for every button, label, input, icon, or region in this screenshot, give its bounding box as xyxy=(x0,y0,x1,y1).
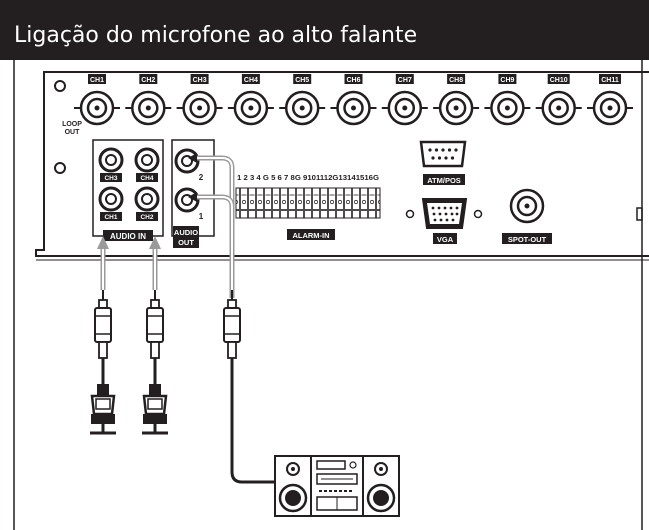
rca-plug-3 xyxy=(223,290,241,359)
alarm-label: ALARM-IN xyxy=(292,231,329,240)
jack-label-bg xyxy=(136,173,158,182)
audio-in-jack-label: CH3 xyxy=(104,175,117,182)
audio-out-jack-1-label: 1 xyxy=(199,212,204,221)
audio-out-block: 2 1 AUDIO OUT xyxy=(171,139,215,248)
audio-in-jack-label: CH4 xyxy=(140,175,153,182)
channel-label: CH5 xyxy=(295,77,309,84)
microphone-1 xyxy=(90,358,116,435)
atm-pos-label-bg xyxy=(423,174,465,185)
bnc-ch10: CH10 xyxy=(535,74,582,126)
spot-out-port: SPOT-OUT xyxy=(502,188,552,244)
atm-pos-connector xyxy=(419,140,467,168)
audio-in-jack-ch4: CH4 xyxy=(134,147,160,182)
alarm-label-bg xyxy=(287,229,335,240)
channel-label-bg xyxy=(139,74,158,84)
bnc-ch8: CH8 xyxy=(433,74,480,126)
channel-label-bg xyxy=(190,74,209,84)
speaker-wire xyxy=(230,358,275,484)
channel-label: CH4 xyxy=(244,77,258,84)
channel-label: CH6 xyxy=(346,77,360,84)
channel-label-bg xyxy=(599,74,621,84)
audio-in-jack-label: CH2 xyxy=(140,214,153,221)
audio-in-label-bg xyxy=(103,230,153,241)
bnc-ch4: CH4 xyxy=(227,74,274,126)
rca-plug-2 xyxy=(146,290,164,359)
jack-label-bg xyxy=(100,173,122,182)
bnc-ch7: CH7 xyxy=(381,74,428,126)
panel-outline xyxy=(35,71,649,257)
rca-plug-1 xyxy=(94,290,112,359)
atm-pos-label: ATM/POS xyxy=(427,176,461,185)
channel-label-bg xyxy=(547,74,570,84)
channel-label: CH3 xyxy=(193,77,207,84)
atm-pos-port: ATM/POS xyxy=(419,140,467,185)
jack-label-bg xyxy=(136,212,158,221)
bnc-ch9: CH9 xyxy=(484,74,531,126)
microphones xyxy=(90,358,168,435)
stereo-display xyxy=(316,460,346,470)
loop-out-label-1: LOOP xyxy=(62,121,82,128)
channel-label: CH1 xyxy=(90,77,104,84)
loop-out: LOOP OUT xyxy=(54,80,82,174)
channel-connectors: CH1 CH2 CH3 CH4 CH5 CH6 CH7 CH8 CH9 CH10 CH11 xyxy=(74,74,633,126)
page-title: Ligação do microfone ao alto falante xyxy=(14,23,418,48)
bnc-ch2: CH2 xyxy=(125,74,172,126)
channel-label: CH2 xyxy=(141,77,155,84)
speaker-cable xyxy=(188,153,235,298)
vga-screw-left xyxy=(405,209,415,219)
channel-label: CH8 xyxy=(449,77,463,84)
channel-label-bg xyxy=(293,74,312,84)
vga-label: VGA xyxy=(437,235,454,244)
channel-label-bg xyxy=(395,74,414,84)
dvr-rear-panel xyxy=(35,71,649,261)
alarm-pin-block xyxy=(235,187,381,219)
vga-port: VGA xyxy=(405,198,483,244)
channel-label-bg xyxy=(88,74,106,84)
channel-label-bg xyxy=(498,74,517,84)
channel-label-bg xyxy=(344,74,363,84)
alarm-pin-labels: 1 2 3 4 G 5 6 7 8G 9101112G13141516G xyxy=(237,173,379,182)
loop-out-label-2: OUT xyxy=(65,129,81,136)
loop-out-hole-top xyxy=(54,80,66,92)
rca-plugs xyxy=(94,290,241,359)
channel-label: CH10 xyxy=(550,77,568,84)
bnc-ch6: CH6 xyxy=(330,74,377,126)
bnc-ch11: CH11 xyxy=(587,74,633,126)
partial-connector xyxy=(636,207,643,221)
channel-label: CH7 xyxy=(398,77,412,84)
vga-screw-right xyxy=(473,209,483,219)
audio-in-jack-ch3: CH3 xyxy=(98,147,124,182)
audio-in-jack-ch1: CH1 xyxy=(98,186,124,221)
audio-out-label-2: OUT xyxy=(178,238,194,247)
channel-label-bg xyxy=(241,74,260,84)
audio-out-label-bg xyxy=(173,226,199,248)
channel-label: CH11 xyxy=(601,77,619,84)
jack-label-bg xyxy=(100,212,122,221)
stereo-speaker-system xyxy=(274,455,400,517)
alarm-terminal: 1 2 3 4 G 5 6 7 8G 9101112G13141516G ALA… xyxy=(235,173,381,240)
audio-in-jack-label: CH1 xyxy=(104,214,117,221)
spot-out-label-bg xyxy=(502,233,552,244)
loop-out-hole-bottom xyxy=(54,162,66,174)
audio-out-label-1: AUDIO xyxy=(174,228,198,237)
audio-out-jack-2-label: 2 xyxy=(199,173,204,182)
spot-out-label: SPOT-OUT xyxy=(508,235,547,244)
vga-label-bg xyxy=(433,233,457,244)
microphone-2 xyxy=(142,358,168,435)
bnc-ch3: CH3 xyxy=(176,74,223,126)
audio-in-jack-ch2: CH2 xyxy=(134,186,160,221)
audio-in-label: AUDIO IN xyxy=(110,232,146,241)
header-bar: Ligação do microfone ao alto falante xyxy=(0,0,649,60)
channel-label: CH9 xyxy=(500,77,514,84)
mic-cable-arrows xyxy=(97,236,161,290)
bnc-ch5: CH5 xyxy=(279,74,326,126)
bnc-ch1: CH1 xyxy=(74,74,120,126)
channel-label-bg xyxy=(447,74,466,84)
